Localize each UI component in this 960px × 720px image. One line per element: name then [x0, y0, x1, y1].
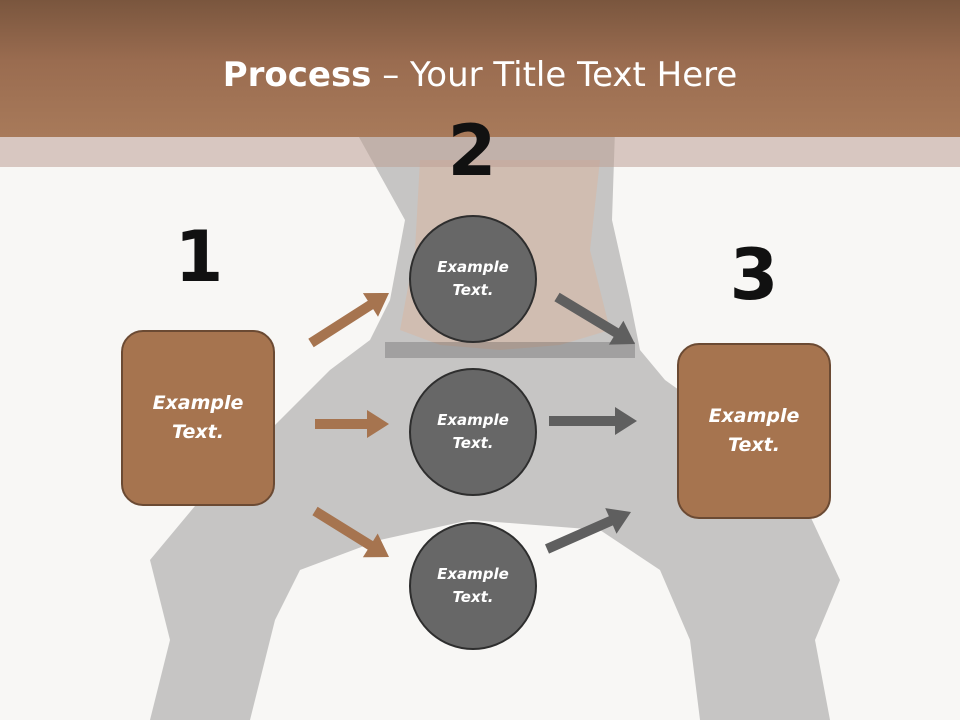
header-band — [0, 137, 960, 167]
step-3-box-text: Example Text. — [708, 405, 800, 456]
step-2-circle-bottom: Example Text. — [409, 522, 537, 650]
step-2-number: 2 — [447, 110, 497, 192]
circle-text: Example Text. — [437, 411, 509, 452]
step-3-number: 3 — [729, 234, 779, 316]
circle-text: Example Text. — [437, 565, 509, 606]
step-1-box: Example Text. — [121, 330, 275, 506]
arrow-2-to-3-bottom — [545, 508, 631, 554]
step-2-circle-top: Example Text. — [409, 215, 537, 343]
title-rest: – Your Title Text Here — [371, 55, 738, 95]
arrow-2-to-3-top — [554, 292, 635, 345]
arrow-1-to-2-top — [308, 293, 389, 348]
circle-text: Example Text. — [437, 258, 509, 299]
step-3-box: Example Text. — [677, 343, 831, 519]
arrow-1-to-2-bottom — [312, 506, 389, 558]
arrow-2-to-3-middle — [549, 407, 637, 435]
title-bold: Process — [222, 55, 372, 95]
step-1-box-text: Example Text. — [152, 392, 244, 443]
step-2-circle-middle: Example Text. — [409, 368, 537, 496]
step-1-number: 1 — [174, 216, 224, 298]
slide-title: Process – Your Title Text Here — [0, 52, 960, 98]
arrow-1-to-2-middle — [315, 410, 389, 438]
header-bar — [0, 0, 960, 137]
